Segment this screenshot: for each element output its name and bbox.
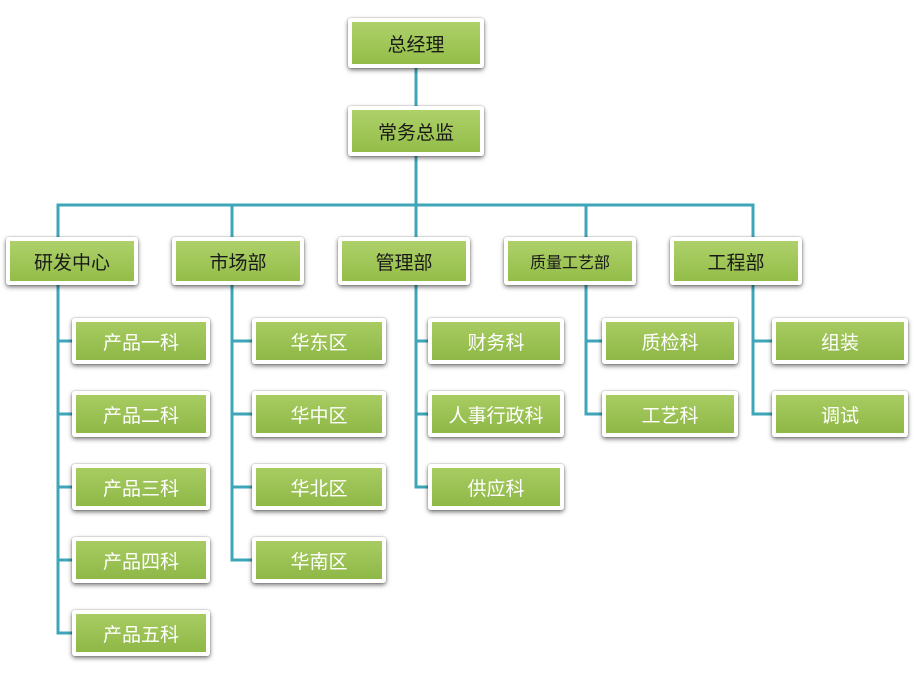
node-unit-hr-admin: 人事行政科 bbox=[428, 391, 564, 437]
node-unit-commissioning: 调试 bbox=[772, 391, 908, 437]
node-unit-supply: 供应科 bbox=[428, 464, 564, 510]
node-unit-south-china: 华南区 bbox=[252, 537, 386, 583]
node-dept-rnd-center: 研发中心 bbox=[6, 237, 138, 285]
node-unit-north-china: 华北区 bbox=[252, 464, 386, 510]
node-unit-quality-inspection: 质检科 bbox=[602, 318, 738, 364]
node-executive-director: 常务总监 bbox=[348, 106, 484, 156]
node-unit-product-3: 产品三科 bbox=[72, 464, 210, 510]
node-unit-product-4: 产品四科 bbox=[72, 537, 210, 583]
node-dept-marketing: 市场部 bbox=[172, 237, 304, 285]
node-unit-process: 工艺科 bbox=[602, 391, 738, 437]
node-unit-product-5: 产品五科 bbox=[72, 610, 210, 656]
node-general-manager: 总经理 bbox=[348, 18, 484, 68]
node-unit-finance: 财务科 bbox=[428, 318, 564, 364]
node-dept-engineering: 工程部 bbox=[670, 237, 802, 285]
node-dept-quality-process: 质量工艺部 bbox=[504, 237, 636, 285]
node-dept-management: 管理部 bbox=[338, 237, 470, 285]
node-unit-east-china: 华东区 bbox=[252, 318, 386, 364]
node-unit-central-china: 华中区 bbox=[252, 391, 386, 437]
node-unit-product-1: 产品一科 bbox=[72, 318, 210, 364]
node-unit-product-2: 产品二科 bbox=[72, 391, 210, 437]
node-unit-assembly: 组装 bbox=[772, 318, 908, 364]
